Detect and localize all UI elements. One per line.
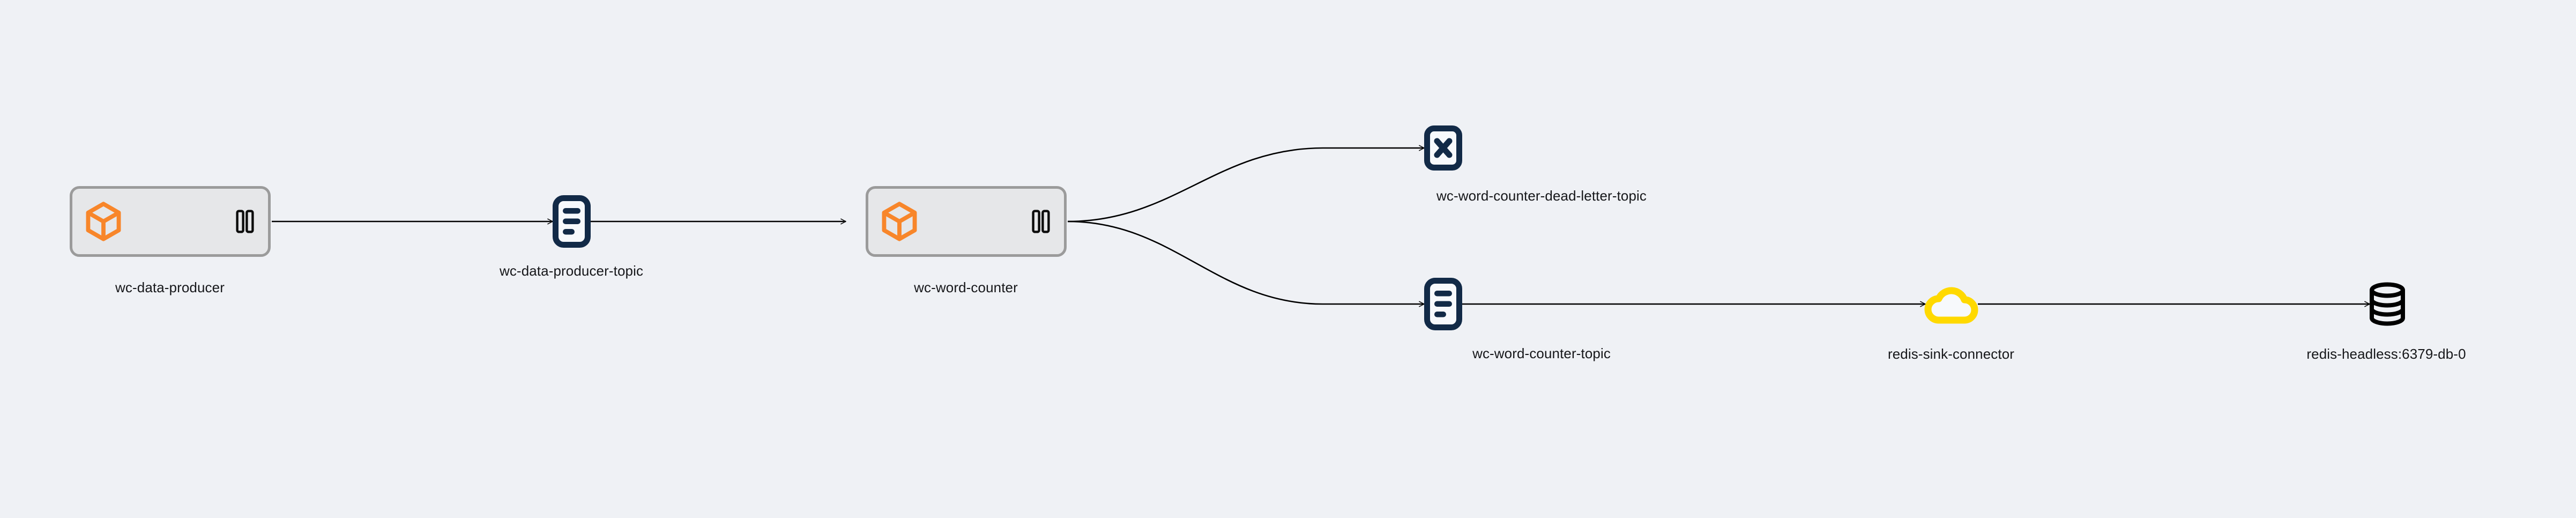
pause-icon[interactable] [236, 210, 254, 233]
edge-word-counter-to-word-counter-topic [1067, 220, 1424, 304]
node-label-wc-word-counter: wc-word-counter [914, 279, 1018, 295]
node-label-redis-sink-connector: redis-sink-connector [1887, 346, 2015, 362]
node-wc-word-counter[interactable] [866, 186, 1067, 257]
node-label-wc-data-producer: wc-data-producer [115, 279, 225, 295]
database-icon[interactable] [2367, 282, 2407, 326]
pause-icon[interactable] [1032, 210, 1050, 233]
topic-icon[interactable] [1424, 278, 1462, 330]
edge-word-counter-to-dead-letter-topic [1067, 148, 1424, 223]
node-label-wc-word-counter-topic: wc-word-counter-topic [1472, 345, 1611, 361]
cube-icon [86, 202, 121, 241]
node-label-redis-headless-db: redis-headless:6379-db-0 [2306, 346, 2466, 362]
node-wc-data-producer[interactable] [70, 186, 271, 257]
topic-icon[interactable] [553, 195, 591, 248]
cube-icon [882, 202, 917, 241]
node-label-wc-data-producer-topic: wc-data-producer-topic [499, 263, 644, 279]
node-label-dead-letter-topic: wc-word-counter-dead-letter-topic [1436, 188, 1647, 204]
cloud-icon[interactable] [1924, 283, 1979, 325]
dead-letter-icon[interactable] [1424, 125, 1462, 171]
